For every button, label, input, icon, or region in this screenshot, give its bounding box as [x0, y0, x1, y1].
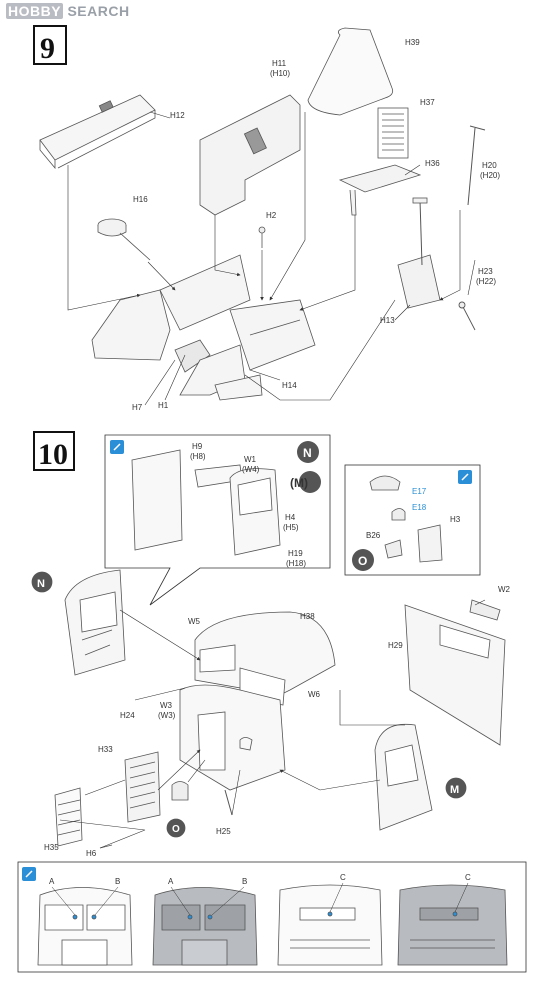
label-h2: H2 [266, 211, 277, 220]
label-w3: W3 [160, 701, 173, 710]
part-chassis-engine [91, 254, 316, 401]
label-e18: E18 [412, 503, 427, 512]
part-inner-door-n [31, 569, 126, 676]
cab-front-view-1 [37, 887, 133, 966]
label-e17: E17 [412, 487, 427, 496]
ref-label-b1: B [115, 877, 120, 886]
label-h8: (H8) [190, 452, 206, 461]
part-h11-panel [199, 94, 301, 216]
marker-n-2: N [37, 578, 45, 590]
part-h36-seat [338, 164, 422, 216]
ref-label-a2: A [168, 877, 174, 886]
part-grille-h33 [124, 751, 161, 823]
marker-m: M [450, 784, 459, 796]
ref-label-b2: B [242, 877, 247, 886]
part-side-door-m [374, 723, 467, 831]
ref-label-c2: C [465, 873, 471, 882]
reference-leader-lines [51, 882, 469, 916]
label-w4: (W4) [242, 465, 260, 474]
part-h12-cover [39, 94, 156, 170]
part-h20-lever [467, 125, 486, 206]
part-h37-seat-frame [377, 107, 409, 159]
label-h11: H11 [272, 59, 287, 68]
label-h5: (H5) [283, 523, 299, 532]
label-h6: H6 [86, 849, 97, 858]
marker-o-2: O [172, 824, 180, 835]
label-h4: H4 [285, 513, 296, 522]
cab-front-view-2 [152, 887, 258, 966]
part-h39-seat-back [307, 27, 394, 116]
label-h9: H9 [192, 442, 203, 451]
ref-label-a1: A [49, 877, 55, 886]
part-door-assembly [131, 449, 281, 556]
cab-rear-view-2 [397, 884, 508, 966]
part-h2 [258, 226, 266, 248]
cab-rear-view-1 [277, 884, 383, 966]
part-h13-assembly [397, 197, 441, 309]
part-rod-h25 [224, 789, 233, 816]
marker-o: O [358, 554, 367, 568]
label-h20b: (H20) [480, 171, 500, 180]
step-9-number-box [33, 25, 67, 65]
part-h23-lever [458, 301, 476, 331]
watermark-sub: SEARCH [67, 3, 130, 19]
part-radiator-h35 [54, 787, 83, 847]
step-10-number-box [33, 431, 75, 471]
label-h3: H3 [450, 515, 461, 524]
label-h18: (H18) [286, 559, 306, 568]
step-10-guide-lines [59, 599, 486, 849]
label-h39: H39 [405, 38, 420, 47]
label-h36: H36 [425, 159, 440, 168]
watermark-logo: HOBBY SEARCH [6, 3, 130, 19]
label-h1: H1 [158, 401, 169, 410]
part-rear-wall-h29 [404, 599, 506, 746]
part-o-bracket [166, 781, 189, 838]
label-h38: H38 [300, 612, 315, 621]
label-h10: (H10) [270, 69, 290, 78]
label-h16: H16 [133, 195, 148, 204]
step-9-number: 9 [40, 32, 55, 65]
step-10-number: 10 [38, 438, 68, 471]
step-9-guide-lines [67, 111, 476, 406]
callout-light-panel: O [344, 464, 481, 576]
label-h23: H23 [478, 267, 493, 276]
label-h29: H29 [388, 641, 403, 650]
label-h35: H35 [44, 843, 59, 852]
label-h33: H33 [98, 745, 113, 754]
watermark-brand: HOBBY [6, 3, 64, 19]
label-w5: W5 [188, 617, 201, 626]
label-w2: W2 [498, 585, 511, 594]
label-b26: B26 [366, 531, 381, 540]
reference-strip [17, 861, 527, 973]
label-h24: H24 [120, 711, 135, 720]
label-w1: W1 [244, 455, 257, 464]
label-h12: H12 [170, 111, 185, 120]
label-h25: H25 [216, 827, 231, 836]
label-h22: (H22) [476, 277, 496, 286]
label-h20: H20 [482, 161, 497, 170]
label-w6: W6 [308, 690, 321, 699]
marker-m-paren: (M) [290, 476, 308, 490]
ref-label-c1: C [340, 873, 346, 882]
label-h37: H37 [420, 98, 435, 107]
label-w3b: (W3) [158, 711, 176, 720]
label-h13: H13 [380, 316, 395, 325]
part-h16-filter [97, 218, 151, 261]
part-cab-body [179, 611, 336, 791]
label-h7: H7 [132, 403, 143, 412]
label-h14: H14 [282, 381, 297, 390]
callout-door-panel: N (M) [104, 434, 331, 606]
label-h19: H19 [288, 549, 303, 558]
marker-n: N [303, 446, 312, 460]
